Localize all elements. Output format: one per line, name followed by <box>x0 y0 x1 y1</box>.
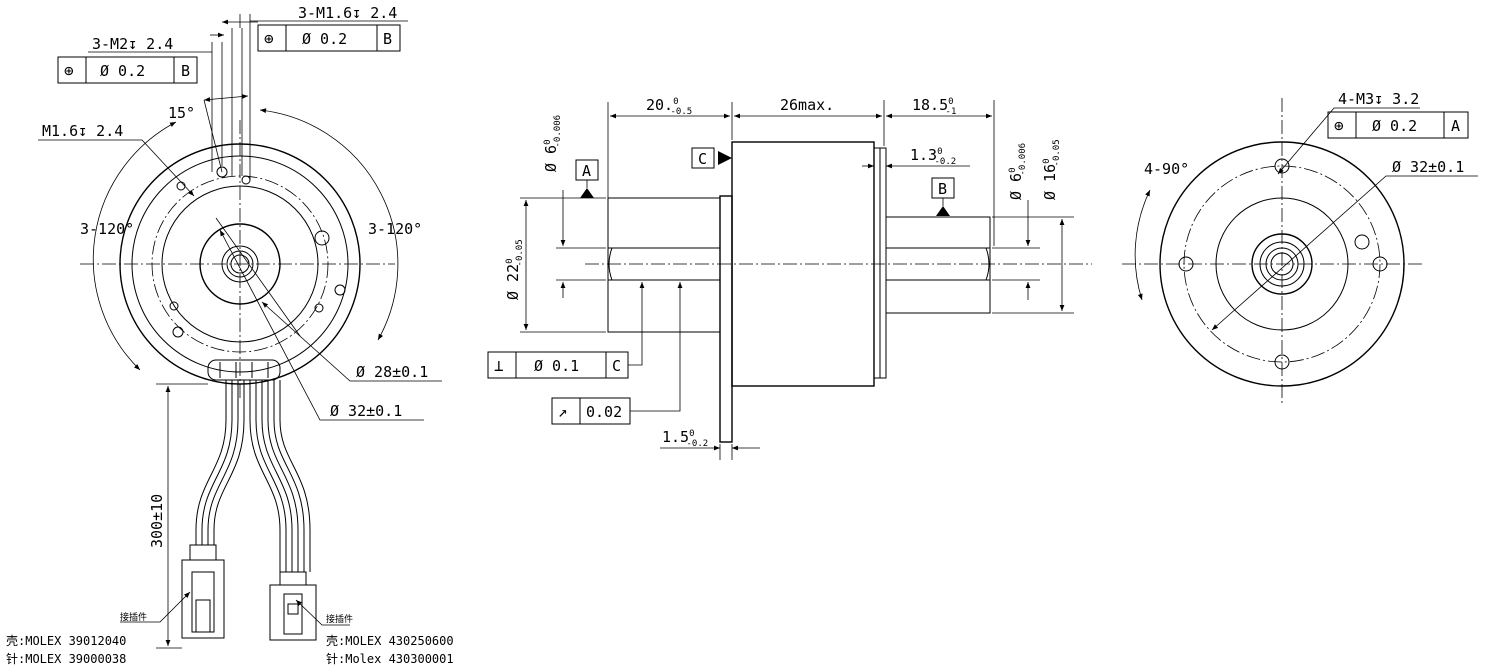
back-hole-extra <box>1354 234 1370 250</box>
back-recess <box>1215 197 1349 331</box>
front-shaft <box>226 250 254 278</box>
back-callout-m3: 4-M3↧ 3.2 <box>1338 90 1419 108</box>
side-right-shaft <box>885 247 991 281</box>
side-dia6-left-label: Ø 60-0.006 <box>542 115 563 172</box>
angle-right: 3-120° <box>368 220 422 238</box>
angle-left: 3-120° <box>80 220 134 238</box>
side-dim-20-label: 20.0-0.5 <box>646 96 692 117</box>
datum-b-triangle <box>936 206 950 216</box>
callout-m16: M1.6↧ 2.4 <box>42 122 123 140</box>
side-dia16-label: Ø 160-0.05 <box>1041 139 1062 200</box>
side-right-shaft-chamfer <box>985 247 990 281</box>
fcf-perp-leader <box>628 282 645 366</box>
back-hole-bottom <box>1274 354 1290 370</box>
back-hole-right <box>1372 256 1388 272</box>
connector-2-terminal: 针:Molex 430300001 <box>326 651 454 666</box>
fcf-tolerance: Ø 0.2 <box>100 62 145 80</box>
fcf-m3-box <box>1327 111 1469 139</box>
datum-a-triangle <box>580 188 594 198</box>
back-shaft <box>1265 247 1299 281</box>
callout-m16-3: 3-M1.6↧ 2.4 <box>298 4 397 22</box>
front-hole-1 <box>216 166 228 178</box>
side-dim-26-label: 26max. <box>780 96 834 114</box>
side-view <box>487 100 1092 460</box>
front-view <box>38 14 442 649</box>
datum-c-box <box>691 147 715 169</box>
back-leader-dia32 <box>1211 175 1478 331</box>
side-dim-15-label: 1.50-0.2 <box>662 428 708 449</box>
connector-2-leader <box>295 599 350 626</box>
front-leader-dia32 <box>219 229 424 421</box>
back-bearing <box>1259 241 1305 287</box>
connector-1-leader <box>120 591 191 623</box>
fcf-m3-datum: A <box>1451 117 1460 135</box>
back-bolt-circle <box>1183 165 1381 363</box>
side-flange <box>719 195 733 443</box>
connector-1-label: 接插件 <box>120 611 147 623</box>
datum-c-triangle <box>718 151 732 165</box>
position-symbol: ⊕ <box>1334 116 1344 135</box>
back-boss <box>1251 233 1313 295</box>
side-left-shaft-chamfer <box>608 247 613 281</box>
front-dia-28: Ø 28±0.1 <box>356 363 428 381</box>
front-hole-3 <box>176 181 186 191</box>
side-dim-13-label: 1.30-0.2 <box>910 146 956 167</box>
front-bearing <box>221 245 259 283</box>
front-angle-15-arc <box>203 94 249 102</box>
back-dia-32: Ø 32±0.1 <box>1392 158 1464 176</box>
front-dia-32: Ø 32±0.1 <box>330 402 402 420</box>
connector-2 <box>269 571 317 641</box>
front-leader <box>215 217 301 337</box>
fcf-perp-tolerance: Ø 0.1 <box>534 357 579 375</box>
side-dia22-label: Ø 220-0.05 <box>504 239 525 300</box>
connector-1-terminal: 针:MOLEX 39000038 <box>6 651 126 666</box>
datum-c-label: C <box>698 150 707 168</box>
fcf-m2: ⊕ Ø 0.2 B <box>57 56 198 84</box>
cable-wires <box>195 380 311 572</box>
front-angle-arc-left <box>92 121 177 371</box>
side-right-boss <box>885 216 991 314</box>
connector-1 <box>181 544 225 639</box>
fcf-datum: B <box>181 62 190 80</box>
side-dim-18-label: 18.50-1 <box>912 96 956 117</box>
cable-length-label: 300±10 <box>148 494 166 548</box>
runout-symbol: ↗ <box>558 402 568 421</box>
fcf-runout-leader <box>630 282 683 412</box>
front-leader-m16 <box>38 139 195 197</box>
front-angle-arc-right <box>259 108 399 341</box>
datum-a-label: A <box>582 162 591 180</box>
perpendicularity-symbol: ⊥ <box>494 356 504 375</box>
side-dia6-right-label: Ø 60-0.006 <box>1007 143 1028 200</box>
fcf-m16-3: ⊕ Ø 0.2 B <box>257 24 401 52</box>
side-boss <box>607 197 721 333</box>
front-hole-2 <box>241 175 251 185</box>
front-leader <box>203 99 223 173</box>
connector-1-housing: 壳:MOLEX 39012040 <box>6 634 126 648</box>
back-leader-m3 <box>1277 107 1420 175</box>
fcf-datum: B <box>383 30 392 48</box>
front-hole-8 <box>172 326 184 338</box>
datum-b-label: B <box>938 180 947 198</box>
front-hole-5 <box>334 284 346 296</box>
position-symbol: ⊕ <box>64 61 74 80</box>
connector-2-housing: 壳:MOLEX 430250600 <box>326 634 454 648</box>
position-symbol: ⊕ <box>264 29 274 48</box>
front-leader-dia28 <box>261 301 442 382</box>
callout-m2: 3-M2↧ 2.4 <box>92 35 173 53</box>
front-hole-4 <box>314 230 330 246</box>
fcf-m3-tolerance: Ø 0.2 <box>1372 117 1417 135</box>
connector-2-label: 接插件 <box>326 613 353 625</box>
back-angle-90: 4-90° <box>1144 160 1189 178</box>
fcf-perp-datum: C <box>612 357 621 375</box>
back-view <box>1122 98 1478 404</box>
back-shaft-core <box>1270 252 1294 276</box>
back-hole-left <box>1178 256 1194 272</box>
fcf-tolerance: Ø 0.2 <box>302 30 347 48</box>
back-angle-arc <box>1134 189 1151 301</box>
angle-15: 15° <box>168 104 195 122</box>
fcf-runout-tolerance: 0.02 <box>586 403 622 421</box>
back-outer-flange <box>1159 141 1405 387</box>
